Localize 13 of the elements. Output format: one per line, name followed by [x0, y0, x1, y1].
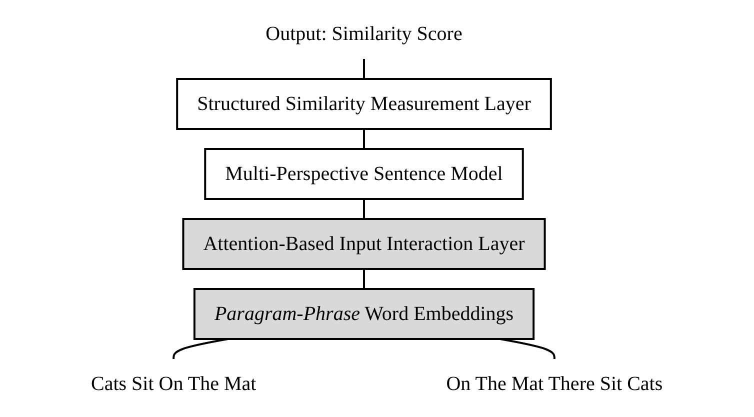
node-box: Attention-Based Input Interaction Layer	[182, 218, 546, 270]
connector	[172, 338, 228, 358]
node-box: Multi-Perspective Sentence Model	[204, 148, 524, 200]
node-box: Structured Similarity Measurement Layer	[176, 78, 552, 130]
node-text: Cats Sit On The Mat	[91, 372, 256, 394]
node-text: Output: Similarity Score	[266, 22, 463, 44]
connector	[363, 268, 366, 288]
connector	[363, 128, 366, 148]
connector	[363, 58, 366, 78]
node-text: On The Mat There Sit Cats	[446, 372, 663, 394]
connector	[500, 338, 556, 358]
node-box: Paragram-Phrase Word Embeddings	[194, 288, 535, 340]
connector	[363, 198, 366, 218]
